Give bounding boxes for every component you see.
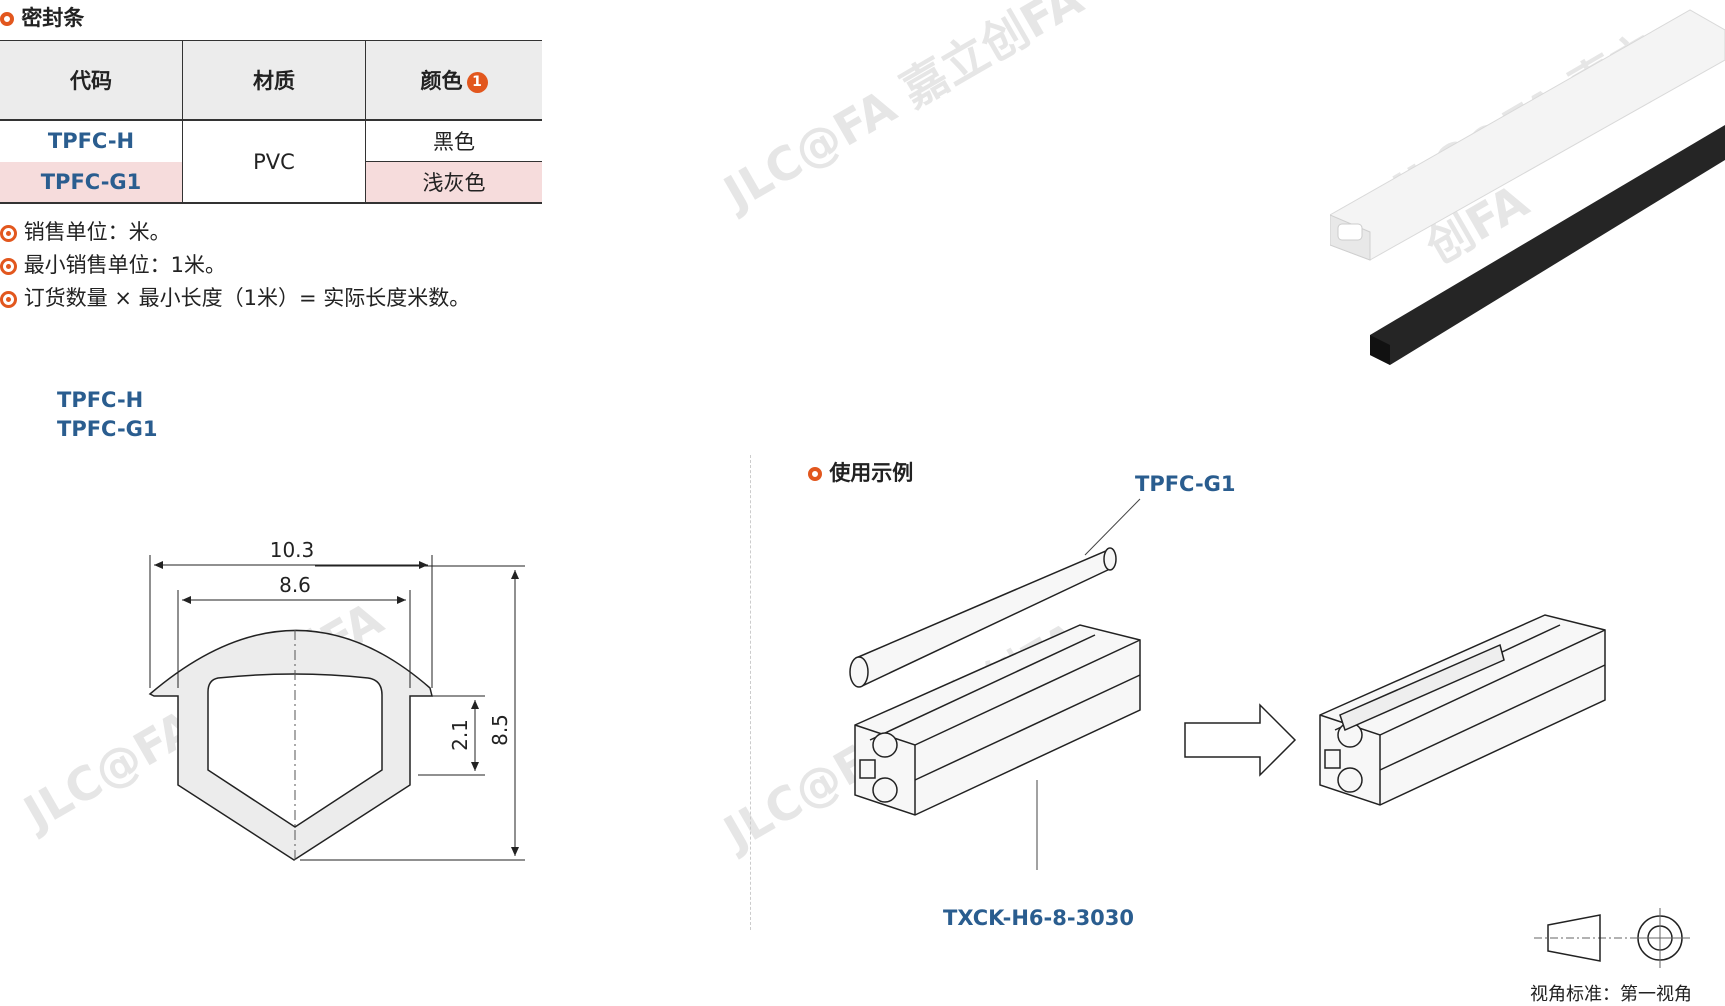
table-row: TPFC-G1 浅灰色 [0, 161, 542, 203]
bullet-icon [0, 257, 17, 275]
drawing-codes: TPFC-H TPFC-G1 [57, 388, 158, 441]
divider [750, 455, 751, 930]
usage-part-label: TPFC-G1 [1135, 472, 1236, 496]
note-item: 销售单位：米。 [0, 216, 470, 249]
row-code: TPFC-H [0, 120, 183, 162]
dim-height-total: 8.5 [488, 714, 512, 746]
header-code: 代码 [0, 41, 183, 120]
header-material: 材质 [182, 41, 366, 120]
aluminum-profile-left [854, 624, 1141, 816]
watermark-1: JLC@FA 嘉立创FA [715, 0, 1092, 220]
projection-symbol [1534, 908, 1690, 968]
dim-height-small: 2.1 [448, 719, 472, 751]
notes-list: 销售单位：米。 最小销售单位：1米。 订货数量 × 最小长度（1米）= 实际长度… [0, 216, 470, 315]
note-badge-icon: 1 [466, 71, 488, 93]
row-code: TPFC-G1 [0, 161, 183, 203]
cross-section-drawing: 10.3 8.6 2.1 8.5 [148, 538, 525, 861]
row-color: 黑色 [365, 119, 542, 162]
bullet-icon [0, 290, 17, 308]
row-color: 浅灰色 [365, 161, 542, 203]
note-item: 最小销售单位：1米。 [0, 249, 470, 282]
circle-bullet-icon [808, 467, 822, 481]
circle-bullet-icon [0, 12, 14, 26]
product-photo [1330, 9, 1725, 365]
usage-profile-label: TXCK-H6-8-3030 [943, 906, 1135, 930]
arrow-right-icon [1184, 703, 1297, 777]
note-item: 订货数量 × 最小长度（1米）= 实际长度米数。 [0, 282, 470, 315]
usage-title: 使用示例 [808, 457, 913, 487]
cone-view-icon [1547, 914, 1601, 962]
bullet-icon [0, 224, 17, 242]
seal-strip-part [849, 547, 1117, 688]
dim-width-inner: 8.6 [279, 573, 311, 597]
black-strip-image [1370, 125, 1725, 365]
usage-illustration [849, 498, 1606, 870]
white-strip-image [1330, 9, 1725, 261]
projection-label: 视角标准：第一视角 [1530, 984, 1692, 1005]
section-title: 密封条 [0, 2, 84, 32]
row-material: PVC [182, 120, 366, 203]
table-row: TPFC-H PVC 黑色 [0, 119, 542, 203]
dim-width-outer: 10.3 [270, 538, 315, 562]
aluminum-profile-right [1319, 614, 1606, 806]
